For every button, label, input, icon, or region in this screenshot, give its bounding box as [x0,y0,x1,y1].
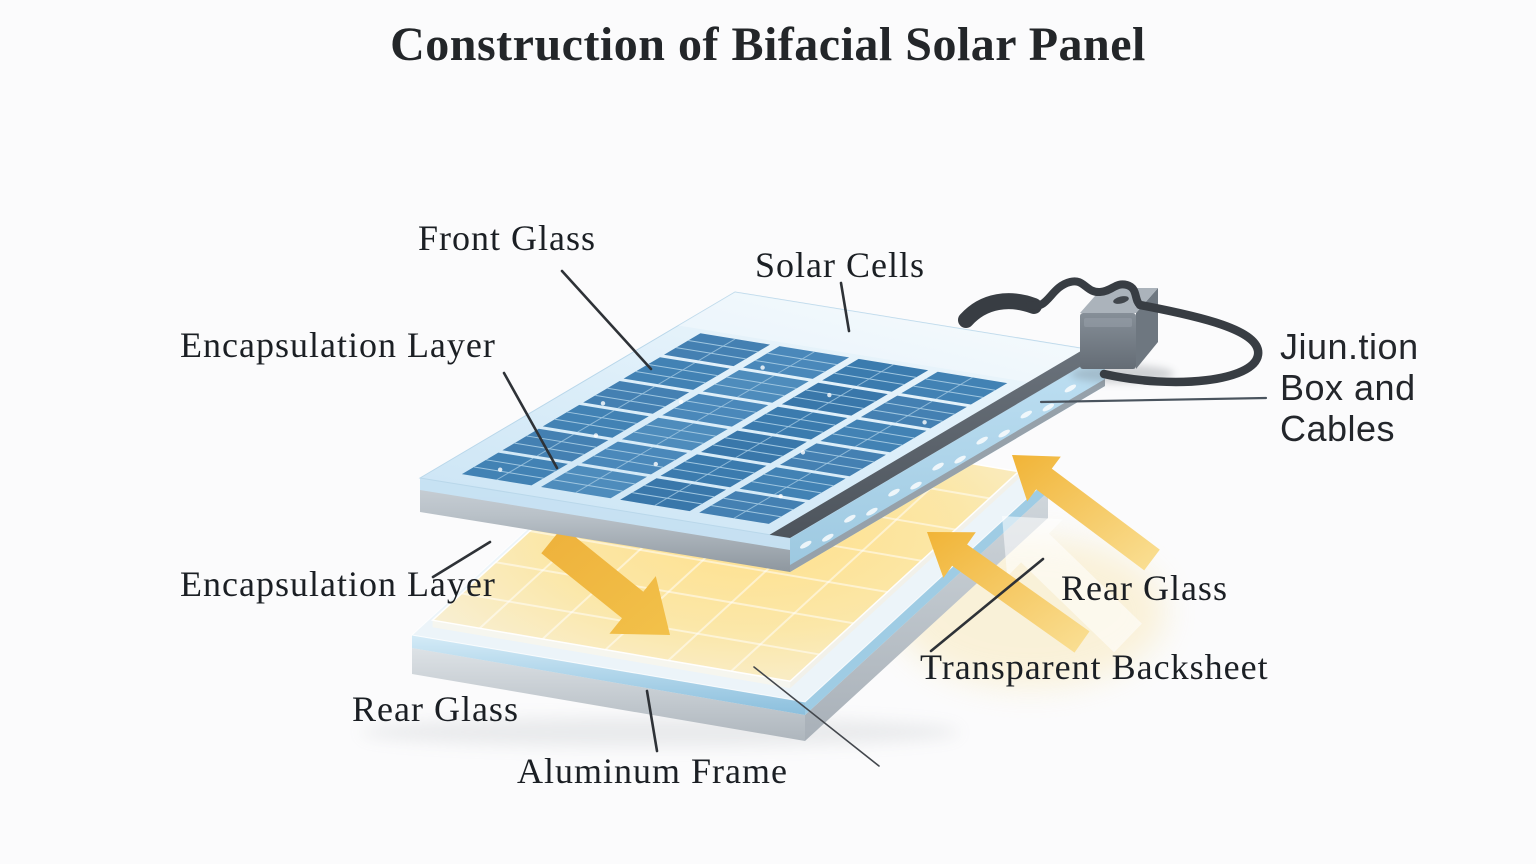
cable-gland [1113,296,1129,304]
leader-lines [431,269,1268,767]
cell-glint [600,401,606,406]
encapsulation-top-leader [502,371,559,470]
label-front-glass: Front Glass [418,218,597,258]
front-glass-edge-strip [420,478,790,550]
cable-over-box [1026,277,1144,310]
label-transparent-backsheet: Transparent Backsheet [920,647,1269,687]
encapsulation-bottom-leader [431,540,492,579]
glass-sheen [678,292,1105,386]
junction-box-and-cables [958,277,1263,387]
cable-connector [958,293,1042,328]
cell-glint [497,467,503,472]
junction-box-highlight [1084,318,1132,327]
cell-busbar [536,433,574,457]
cell-busbar [656,422,694,446]
label-solar-cells: Solar Cells [755,245,925,285]
cell-busbar [577,410,615,433]
cell-glint [653,461,658,467]
front-panel-right-face [790,352,1105,572]
cell-busbar [615,446,653,470]
glass-edge-dash [1020,410,1032,419]
glass-edge-dash [954,455,966,464]
label-junction-box-line3: Cables [1280,408,1396,449]
cell-busbar [735,435,773,459]
glass-edge-dash [866,507,878,516]
glass-edge-dash [932,462,944,471]
backsheet-left-edge [432,620,791,689]
cell-busbar [617,386,655,409]
cell-busbar [696,399,734,422]
rear-sunlight-arrow-ghost [1002,516,1142,653]
frame-rail [769,350,1102,538]
glass-edge-dash [844,514,856,523]
label-junction-box-line2: Box and [1280,367,1416,408]
label-rear-glass-left: Rear Glass [352,689,519,729]
cell-busbar [935,376,973,400]
aluminum-frame-left-face [412,648,805,741]
glass-edge-dash [1042,403,1055,412]
cell-glint [760,365,765,370]
rear-sunlight-arrow-lower [927,532,1090,653]
cell-busbar [695,459,732,482]
glass-edge-dash [822,533,834,542]
cell-busbar [777,351,815,374]
backsheet-gridline [730,460,961,672]
label-encapsulation-layer-bottom: Encapsulation Layer [180,564,496,604]
cell-glint [778,493,783,499]
cell-busbar [816,388,854,411]
solar-cells-leader [839,281,851,333]
label-encapsulation-layer-top: Encapsulation Layer [180,325,496,365]
label-aluminum-frame: Aluminum Frame [517,751,788,791]
rear-glass-left-edge [412,635,805,715]
cell-busbar [654,483,692,506]
front-sunlight-arrow [541,526,670,635]
transparent-backsheet-leader [929,557,1045,653]
cell-glint [922,420,927,425]
cell-busbar [733,496,771,519]
cell-busbar [774,472,812,495]
label-junction-box: Jiun.tion Box and Cables [1280,326,1419,449]
glass-edge-dash [888,488,900,497]
aluminum-frame-leader [645,689,659,753]
cell-glint [678,399,684,404]
rear-glass-right-edge [805,479,1048,715]
backsheet-dangling-line [753,666,880,767]
cell-glint [593,433,599,438]
glass-edge-dash [910,481,922,490]
rear-sunlight-arrows [927,455,1160,653]
aluminum-frame-right-face [805,492,1048,741]
cell-busbar [856,364,894,387]
cell-busbar [855,424,892,448]
glass-edge-dash [998,429,1010,438]
glass-edge-dash [800,540,812,549]
front-sunlight-arrow [541,526,670,635]
front-panel [418,291,1107,572]
cell-busbar [895,400,933,424]
label-rear-glass-right: Rear Glass [1061,568,1228,608]
rear-sunlight-arrow-upper [1012,455,1160,571]
cell-busbar [575,470,613,494]
cell-busbar [814,448,852,471]
label-junction-box-line1: Jiun.tion [1280,326,1419,367]
front-panel-right-lip [790,379,1105,572]
cable-loop [1099,300,1263,387]
cell-busbar [658,362,696,385]
front-glass-leader [560,269,653,371]
cell-glint [800,450,806,455]
cell-busbar [698,338,736,361]
diagram-title: Construction of Bifacial Solar Panel [390,18,1146,71]
cell-busbar [737,375,775,398]
glass-edge-dash [1064,384,1077,393]
cell-glint [827,392,832,398]
junction-box-leader [1039,396,1268,404]
backsheet-right-edge [790,471,1019,689]
cell-busbar [496,457,534,481]
glass-edge-dash [976,436,988,445]
cell-busbar [775,411,813,435]
